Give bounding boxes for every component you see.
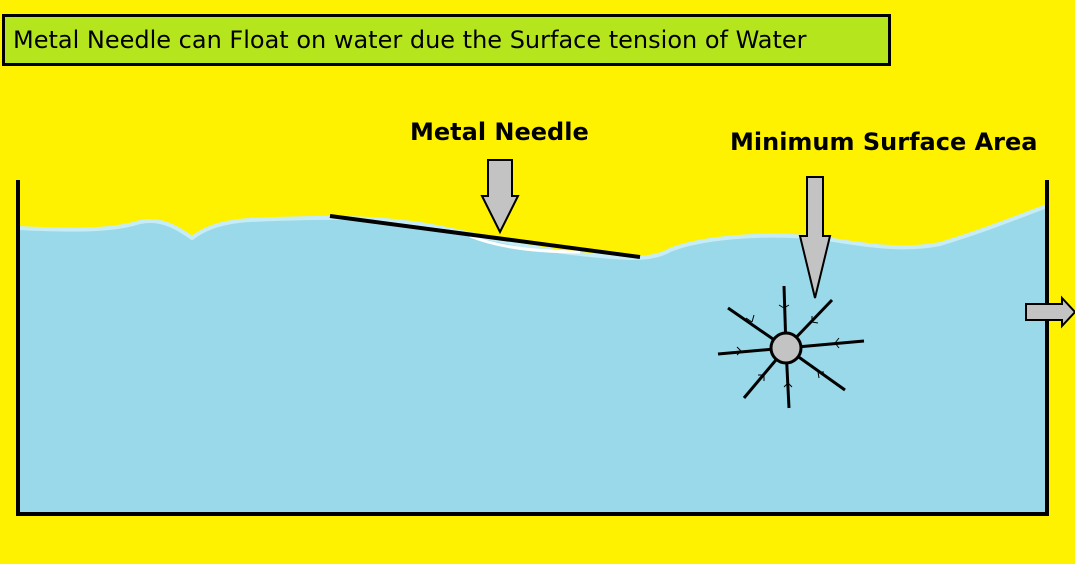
water xyxy=(18,206,1047,514)
metal-needle-label: Metal Needle xyxy=(410,118,589,146)
container xyxy=(16,180,1049,516)
surface-area-arrow xyxy=(798,176,832,299)
force-arrowheads xyxy=(736,304,840,388)
minimum-surface-area-label: Minimum Surface Area xyxy=(730,128,1038,156)
needle-dent xyxy=(469,234,581,254)
water-surface xyxy=(17,204,1048,260)
molecule-center xyxy=(769,331,803,365)
metal-needle xyxy=(329,214,641,259)
needle-arrow xyxy=(480,159,520,235)
diagram-title: Metal Needle can Float on water due the … xyxy=(2,14,891,66)
right-edge-arrow xyxy=(1025,295,1075,329)
